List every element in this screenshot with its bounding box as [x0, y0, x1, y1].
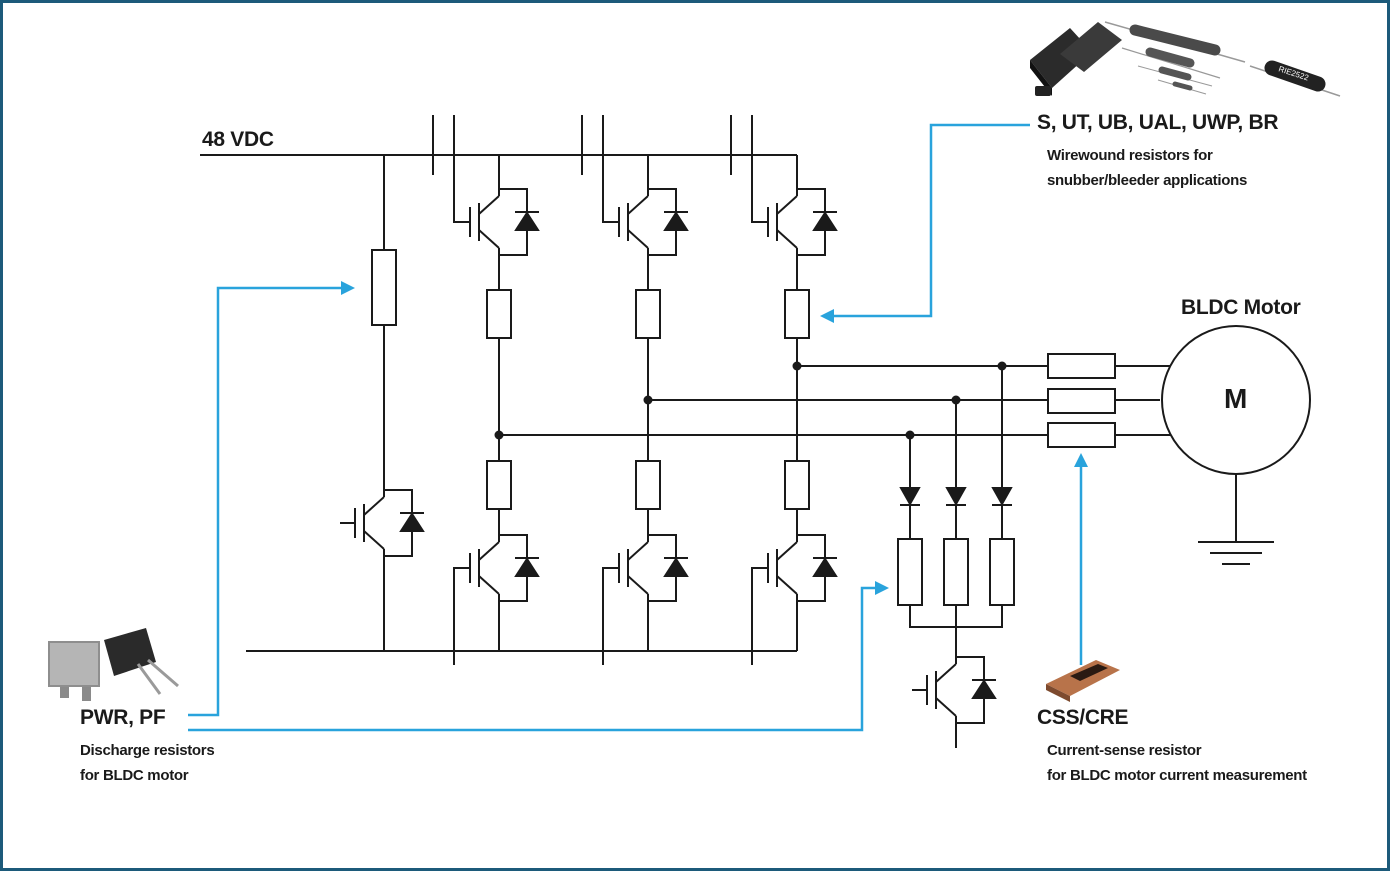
leader-wirewound — [833, 123, 1030, 318]
motor-symbol: M — [1224, 383, 1248, 414]
wirewound-title: S, UT, UB, UAL, UWP, BR — [1037, 111, 1279, 134]
leader-discharge — [188, 286, 343, 717]
wirewound-desc-line2: snubber/bleeder applications — [1047, 172, 1247, 189]
current-sense-resistor-photo — [1046, 660, 1120, 702]
wirewound-resistor-photos: RIE2522 — [1030, 21, 1341, 97]
motor-title: BLDC Motor — [1181, 296, 1301, 319]
wirewound-desc-line1: Wirewound resistors for — [1047, 147, 1213, 164]
current-sense-desc-line1: Current-sense resistor — [1047, 742, 1202, 759]
discharge-desc-line2: for BLDC motor — [80, 767, 189, 784]
current-sense-desc-line2: for BLDC motor current measurement — [1047, 767, 1307, 784]
current-sense-title: CSS/CRE — [1037, 706, 1129, 729]
discharge-desc-line1: Discharge resistors — [80, 742, 215, 759]
discharge-title: PWR, PF — [80, 706, 166, 729]
supply-voltage-label: 48 VDC — [202, 128, 274, 151]
power-resistor-photos — [48, 628, 179, 701]
leader-braking — [188, 586, 877, 732]
